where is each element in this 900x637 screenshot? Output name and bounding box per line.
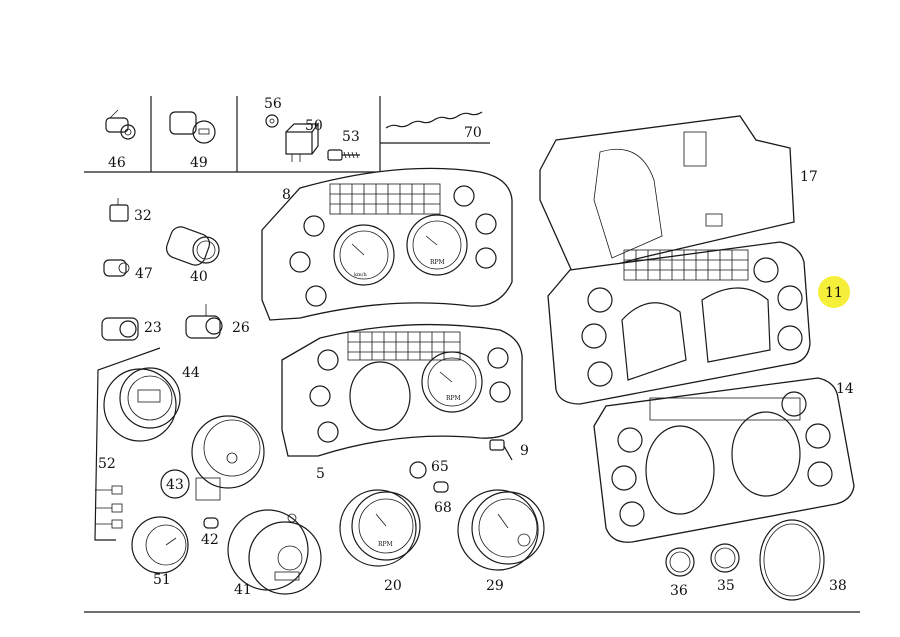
- callout-41: 41: [234, 582, 252, 598]
- part-42-bulb[interactable]: [203, 517, 219, 529]
- callout-47: 47: [135, 266, 153, 282]
- part-47-bulb-socket[interactable]: [103, 259, 130, 277]
- callout-52: 52: [98, 456, 116, 472]
- part-38-ring[interactable]: [759, 519, 825, 601]
- part-40-gauge[interactable]: [164, 224, 220, 268]
- part-5-instrument-cluster[interactable]: RPM: [281, 323, 523, 457]
- part-68-bulb[interactable]: [433, 481, 449, 493]
- part-36-lens[interactable]: [665, 547, 695, 577]
- callout-43-circle: [160, 469, 190, 499]
- callout-42: 42: [201, 532, 219, 548]
- callout-17: 17: [800, 169, 818, 185]
- callout-40: 40: [190, 269, 208, 285]
- part-23-bracket[interactable]: [101, 317, 139, 341]
- part-46-switch[interactable]: [105, 109, 136, 140]
- cluster8-kmh-label: km/h: [354, 272, 367, 278]
- part-65-socket[interactable]: [409, 461, 427, 479]
- cluster8-rpm-label: RPM: [430, 259, 445, 266]
- callout-35: 35: [717, 578, 735, 594]
- callout-70: 70: [464, 125, 482, 141]
- callout-32: 32: [134, 208, 152, 224]
- callout-50: 50: [305, 118, 323, 134]
- part-43-tachograph[interactable]: [191, 415, 265, 501]
- part-17-circuit-board[interactable]: [539, 115, 795, 277]
- part-52-harness[interactable]: [94, 347, 161, 541]
- part-32-sensor[interactable]: [109, 198, 129, 222]
- callout-29: 29: [486, 578, 504, 594]
- part-53-screw[interactable]: [327, 149, 360, 161]
- part-9-screw[interactable]: [489, 439, 513, 461]
- part-8-instrument-cluster[interactable]: km/h RPM: [261, 167, 513, 321]
- callout-11-highlight: [818, 276, 850, 308]
- callout-8: 8: [282, 187, 291, 203]
- callout-11: 11: [825, 285, 843, 301]
- callout-51: 51: [153, 572, 171, 588]
- callout-68: 68: [434, 500, 452, 516]
- part-56-washer[interactable]: [265, 114, 279, 128]
- part-20-tachometer[interactable]: RPM: [339, 489, 421, 567]
- part-70-cable[interactable]: [385, 111, 483, 129]
- callout-43: 43: [166, 477, 184, 493]
- callout-26: 26: [232, 320, 250, 336]
- callout-53: 53: [342, 129, 360, 145]
- callout-65: 65: [431, 459, 449, 475]
- gauge20-rpm-label: RPM: [378, 541, 393, 548]
- part-44-speedometer[interactable]: [103, 367, 181, 442]
- callout-14: 14: [836, 381, 854, 397]
- callout-20: 20: [384, 578, 402, 594]
- callout-44: 44: [182, 365, 200, 381]
- callout-49: 49: [190, 155, 208, 171]
- part-11-housing[interactable]: [547, 241, 811, 405]
- part-26-bracket[interactable]: [185, 304, 223, 339]
- part-41-gauge[interactable]: [227, 509, 322, 595]
- cluster5-rpm-label: RPM: [446, 395, 461, 402]
- callout-56: 56: [264, 96, 282, 112]
- top-parts-box: [84, 96, 490, 173]
- callout-46: 46: [108, 155, 126, 171]
- part-49-ignition-switch[interactable]: [169, 111, 216, 144]
- part-14-front-panel[interactable]: [593, 377, 855, 543]
- callout-38: 38: [829, 578, 847, 594]
- part-35-ring[interactable]: [710, 543, 740, 573]
- callout-9: 9: [520, 443, 529, 459]
- callout-23: 23: [144, 320, 162, 336]
- part-51-gauge[interactable]: [131, 516, 189, 574]
- part-50-relay[interactable]: [285, 122, 320, 162]
- part-29-speedometer[interactable]: [457, 489, 545, 571]
- callout-5: 5: [316, 466, 325, 482]
- callout-36: 36: [670, 583, 688, 599]
